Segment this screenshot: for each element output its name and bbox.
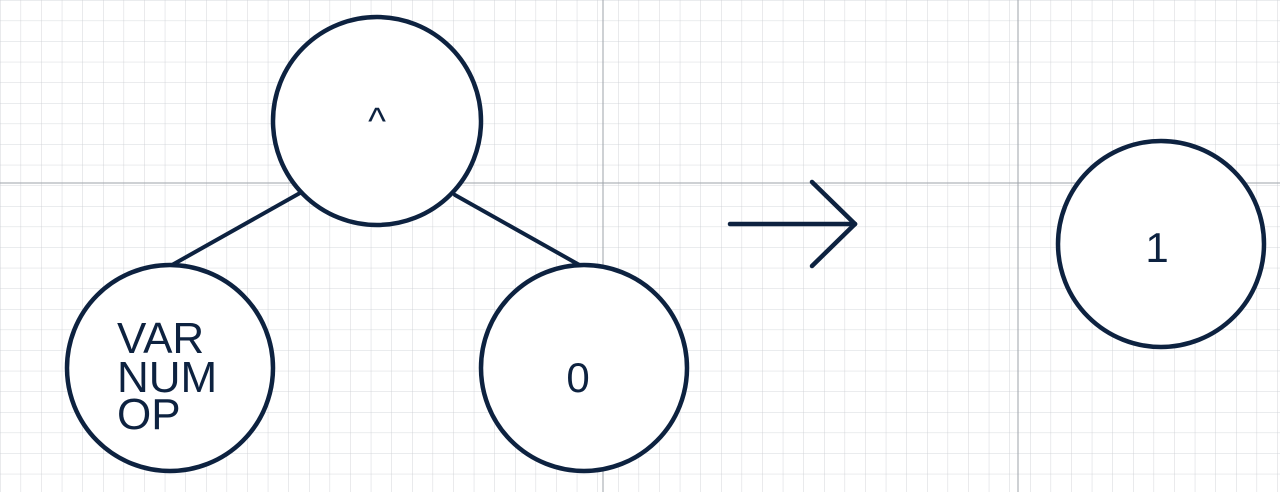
tree-edges (170, 191, 585, 269)
edge-root-right (453, 193, 585, 269)
result-node-label: 1 (1145, 224, 1168, 271)
root-node: ^ (270, 14, 484, 228)
edge-root-left (170, 191, 302, 267)
root-node-circle (270, 14, 484, 228)
left-child-label-num: NUM (117, 353, 217, 402)
root-node-label: ^ (368, 101, 386, 143)
right-child-circle (478, 262, 690, 474)
right-arrow-icon (727, 179, 858, 269)
left-child-circle (64, 262, 276, 474)
result-node-circle (1055, 138, 1267, 350)
right-child-node: 0 (478, 262, 690, 474)
left-child-node: VAR NUM OP (64, 262, 276, 474)
result-node: 1 (1055, 138, 1267, 350)
left-child-label-op: OP (117, 390, 181, 439)
left-child-label-var: VAR (117, 314, 204, 363)
right-child-label: 0 (566, 354, 589, 401)
